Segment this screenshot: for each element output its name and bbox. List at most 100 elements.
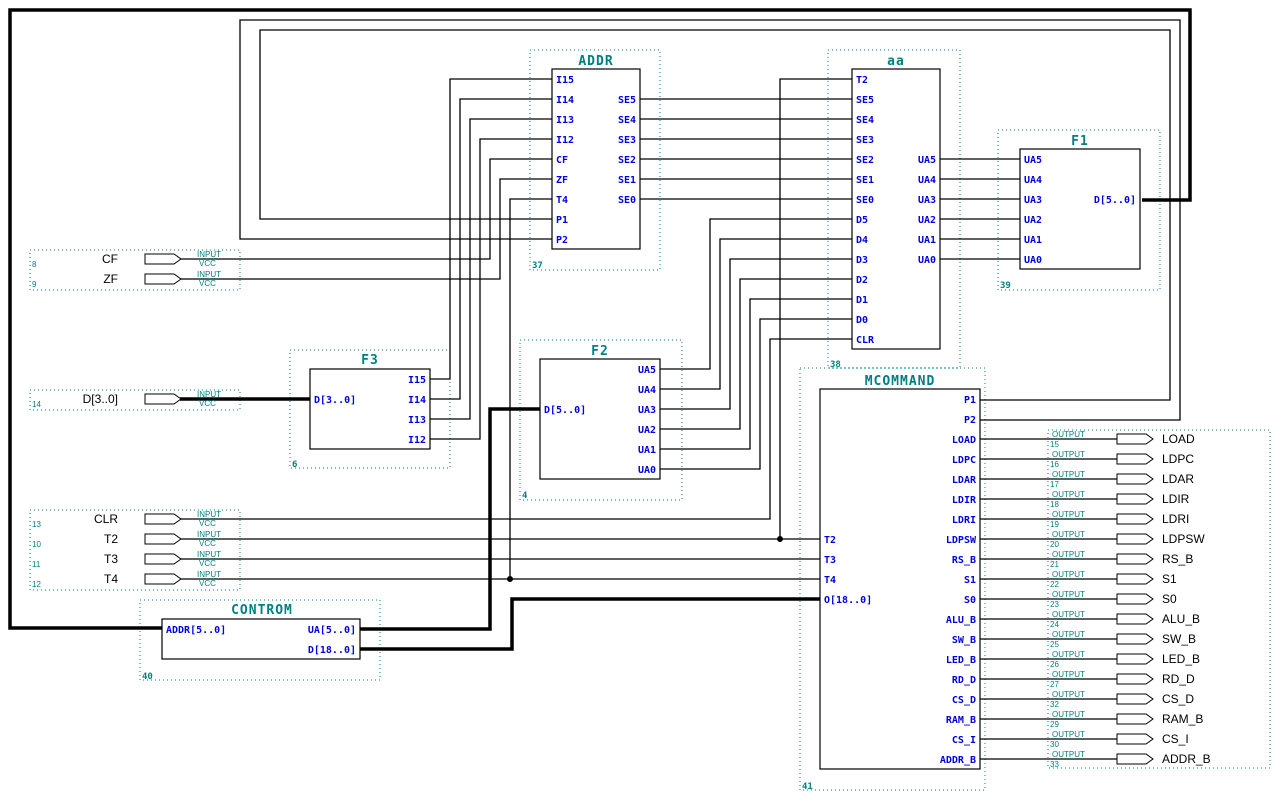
input-tag: INPUT (197, 530, 221, 539)
wire-i14 (430, 98, 552, 400)
contrum-output-pin-ua: UA[5..0] (308, 625, 356, 636)
addr-frame (529, 49, 661, 271)
input-port-symbol (144, 533, 182, 545)
output-port-label: CS_D (1162, 692, 1194, 706)
f3-id: 6 (292, 460, 297, 470)
contrum-block[interactable] (161, 618, 361, 660)
wire-i13 (430, 118, 552, 420)
input-port-symbol (144, 553, 182, 565)
addr-inputs-pin: T4 (556, 195, 568, 206)
output-port-number: 30 (1050, 740, 1059, 749)
f2-id: 4 (522, 491, 528, 501)
aa-outputs-pin: UA0 (918, 255, 936, 266)
output-tag: OUTPUT (1052, 650, 1085, 659)
output-port-label: LDPSW (1162, 532, 1205, 546)
output-port-symbol (1116, 633, 1154, 645)
input-tag: INPUT (197, 250, 221, 259)
f3-input-pin: D[3..0] (314, 395, 356, 406)
f1-inputs-pin: UA4 (1024, 175, 1042, 186)
aa-inputs-pin: D2 (856, 275, 868, 286)
mcommand-outputs-pin: P1 (964, 395, 976, 406)
f3-block[interactable] (309, 368, 431, 450)
addr-inputs-pin: ZF (556, 175, 568, 186)
output-port-symbol (1116, 433, 1154, 445)
f3-title: F3 (361, 353, 379, 368)
contrum-input-pin: ADDR[5..0] (166, 625, 226, 636)
aa-inputs-pin: SE3 (856, 135, 874, 146)
output-port-symbol (1116, 453, 1154, 465)
mcommand-outputs-pin: LDPC (952, 455, 976, 466)
addr-inputs-pin: I15 (556, 75, 574, 86)
wire-zf (180, 178, 552, 280)
aa-outputs-pin: UA5 (918, 155, 936, 166)
f3-outputs-pin: I13 (408, 415, 426, 426)
output-tag: OUTPUT (1052, 710, 1085, 719)
aa-block[interactable] (851, 68, 941, 350)
addr-outputs-pin: SE3 (618, 135, 636, 146)
f3-frame (289, 349, 451, 469)
input-port-number: 9 (32, 280, 37, 289)
addr-block[interactable] (551, 68, 641, 250)
vcc-tag: VCC (199, 279, 216, 288)
f1-inputs-pin: UA3 (1024, 195, 1042, 206)
output-port-symbol (1116, 513, 1154, 525)
output-port-label: CS_I (1162, 732, 1189, 746)
output-port-symbol (1116, 673, 1154, 685)
mcommand-block[interactable] (819, 388, 981, 770)
aa-inputs-pin: SE5 (856, 95, 874, 106)
input-tag: INPUT (197, 550, 221, 559)
f2-block[interactable] (539, 358, 661, 480)
mcommand-outputs-pin: LDPSW (946, 535, 977, 546)
addr-id: 37 (532, 261, 543, 271)
f2-outputs-pin: UA0 (638, 465, 656, 476)
aa-outputs-pin: UA4 (918, 175, 936, 186)
addr-outputs-pin: SE4 (618, 115, 636, 126)
f3-outputs-pin: I15 (408, 375, 426, 386)
input-port-number: 12 (32, 580, 41, 589)
mcommand-title: MCOMMAND (865, 374, 936, 389)
f1-id: 39 (1000, 281, 1011, 291)
input-port-label: CLR (94, 512, 118, 526)
input-port-label: ZF (103, 272, 118, 286)
mcommand-outputs-pin: LDAR (952, 475, 977, 486)
input-port-number: 11 (32, 560, 41, 569)
addr-title: ADDR (578, 54, 613, 69)
wire-d0 (660, 318, 852, 470)
f2-outputs-pin: UA3 (638, 405, 656, 416)
output-tag: OUTPUT (1052, 530, 1085, 539)
output-port-number: 15 (1050, 440, 1059, 449)
output-port-number: 17 (1050, 480, 1059, 489)
output-tag: OUTPUT (1052, 630, 1085, 639)
wire-d5 (660, 218, 852, 370)
output-port-label: RS_B (1162, 552, 1193, 566)
mcommand-outputs-pin: ADDR_B (940, 755, 976, 766)
wire-cf (180, 158, 552, 260)
f1-block[interactable] (1019, 148, 1141, 270)
addr-outputs-pin: SE2 (618, 155, 636, 166)
